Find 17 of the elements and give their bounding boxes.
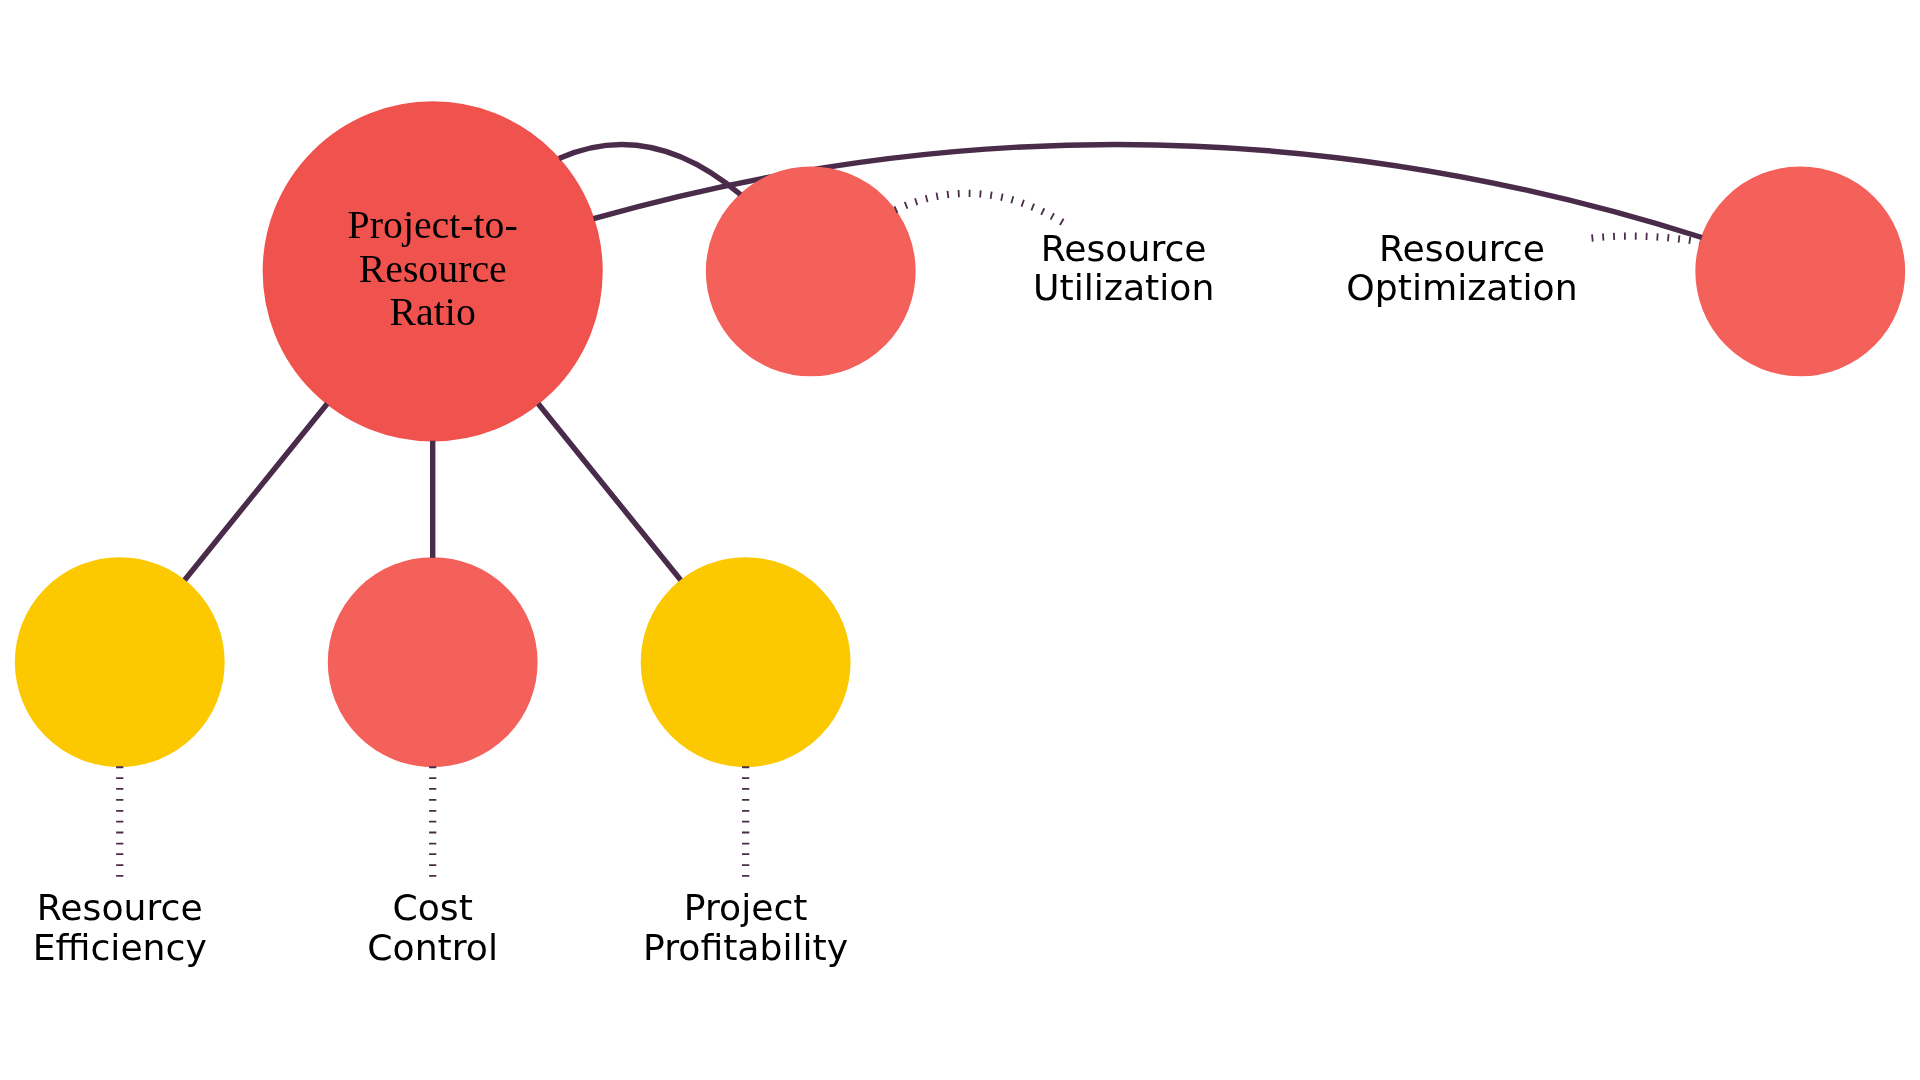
node-circle [327,557,538,768]
node-circle: Project-to-Resource Ratio [262,101,603,442]
node-circle [1695,166,1906,377]
node-text: Project Profitability [643,885,849,969]
connector [592,142,1703,241]
node-circle [640,557,851,768]
node-circle [705,166,916,377]
connector [429,440,436,558]
connector [536,402,683,582]
connector [557,141,743,197]
node-text: Resource Optimization [1346,226,1578,310]
connector [182,402,330,582]
node-circle [14,557,225,768]
node-text: Resource Efficiency [32,885,207,969]
node-text: Cost Control [367,885,499,969]
connector [1591,232,1701,246]
node-text: Resource Utilization [1033,226,1215,310]
